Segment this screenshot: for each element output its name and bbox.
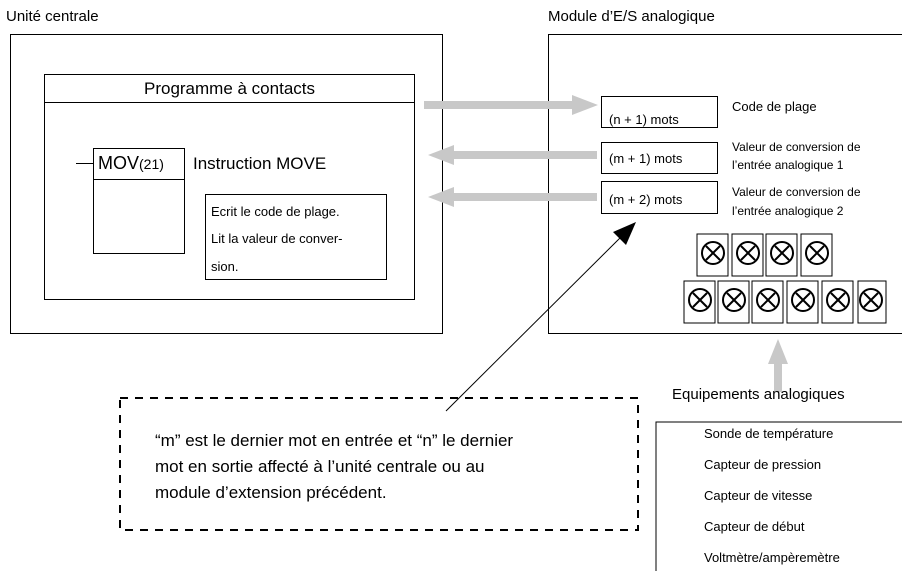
- screw-bottom-1: [688, 288, 712, 312]
- word-label-m2: (m + 2) mots: [609, 192, 683, 207]
- mov-label: MOV(21): [98, 153, 164, 173]
- note-line-1: Ecrit le code de plage.: [211, 204, 340, 219]
- word-desc-m1-line1: Valeur de conversion de: [732, 140, 861, 154]
- note-line-3: sion.: [211, 259, 239, 274]
- callout-text: “m” est le dernier mot en entrée et “n” …: [155, 428, 513, 506]
- word-desc-n1: Code de plage: [732, 99, 817, 114]
- word-box-m1: [601, 142, 718, 174]
- device-item-3: Capteur de vitesse: [704, 488, 813, 503]
- rung-line: [76, 163, 93, 164]
- arrow-write-range-code: [424, 95, 598, 115]
- screw-bottom-5: [826, 288, 850, 312]
- screw-top-3: [770, 241, 794, 265]
- word-desc-m2-line2: l’entrée analogique 2: [732, 204, 844, 218]
- cpu-title: Unité centrale: [6, 8, 99, 25]
- screw-bottom-2: [722, 288, 746, 312]
- mov-block: [93, 148, 185, 254]
- ladder-title: Programme à contacts: [143, 79, 315, 98]
- devices-title: Equipements analogiques: [672, 386, 845, 403]
- device-item-4: Capteur de début: [704, 519, 805, 534]
- instruction-label: Instruction MOVE: [193, 154, 327, 173]
- screw-top-1: [701, 241, 725, 265]
- screw-top-2: [736, 241, 760, 265]
- word-box-m2: [601, 181, 718, 214]
- mov-header: [93, 148, 185, 180]
- callout-line-1: “m” est le dernier mot en entrée et “n” …: [155, 431, 514, 450]
- callout-line-3: module d’extension précédent.: [155, 483, 387, 502]
- screw-bottom-6: [859, 288, 883, 312]
- word-desc-m2-line1: Valeur de conversion de: [732, 185, 861, 199]
- device-list-box: [655, 421, 902, 571]
- terminal-screws: [688, 241, 883, 312]
- word-box-n1: [601, 96, 718, 128]
- leader-arrow: [445, 222, 636, 412]
- arrow-read-input-1: [428, 145, 597, 165]
- module-title: Module d’E/S analogique: [548, 8, 715, 25]
- word-label-n1: (n + 1) mots: [609, 112, 679, 127]
- note-line-2: Lit la valeur de conver-: [211, 231, 343, 246]
- device-item-5: Voltmètre/ampèremètre: [704, 550, 840, 565]
- data-arrows: [424, 95, 788, 392]
- device-item-1: Sonde de température: [704, 426, 834, 441]
- callout-line-2: mot en sortie affecté à l’unité centrale…: [155, 457, 485, 476]
- screw-bottom-3: [756, 288, 780, 312]
- word-desc-m1-line2: l’entrée analogique 1: [732, 158, 844, 172]
- arrow-analog-devices-up: [768, 339, 788, 392]
- word-label-m1: (m + 1) mots: [609, 151, 683, 166]
- screw-top-4: [805, 241, 829, 265]
- screw-bottom-4: [791, 288, 815, 312]
- instruction-note-box: [205, 194, 387, 280]
- ladder-title-bar: [44, 74, 415, 103]
- callout-border: [119, 397, 639, 531]
- arrow-read-input-2: [428, 187, 597, 207]
- device-item-2: Capteur de pression: [704, 457, 822, 472]
